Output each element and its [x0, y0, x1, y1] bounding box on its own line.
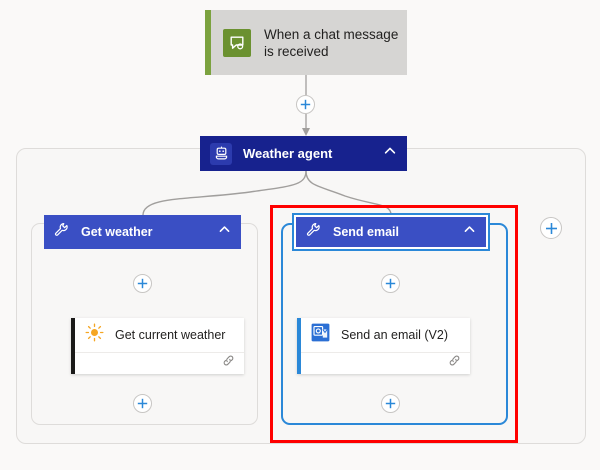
outlook-icon: [311, 323, 330, 347]
link-chain-icon[interactable]: [448, 354, 461, 372]
add-end-get-weather-button[interactable]: [133, 394, 152, 413]
plus-icon: [545, 222, 557, 234]
action-label-send-an-email: Send an email (V2): [341, 328, 449, 342]
action-header: Send an email (V2): [301, 318, 470, 353]
agent-node-weather-agent[interactable]: Weather agent: [200, 136, 407, 171]
trigger-label: When a chat message is received: [264, 26, 398, 60]
trigger-node[interactable]: When a chat message is received: [205, 10, 407, 75]
chevron-up-icon[interactable]: [463, 223, 476, 241]
plus-icon: [300, 99, 311, 110]
chevron-up-icon[interactable]: [218, 223, 231, 241]
trigger-label-line2: is received: [264, 43, 329, 59]
add-after-trigger-button[interactable]: [296, 95, 315, 114]
wrench-icon: [54, 222, 69, 242]
action-footer: [301, 353, 470, 373]
tool-node-send-email[interactable]: Send email: [292, 213, 490, 251]
action-footer: [75, 353, 244, 373]
wrench-icon: [306, 222, 321, 242]
plus-icon: [137, 398, 148, 409]
tool-label-send-email: Send email: [333, 225, 399, 239]
agent-label: Weather agent: [243, 146, 333, 161]
tool-node-get-weather[interactable]: Get weather: [44, 215, 241, 249]
plus-icon: [385, 398, 396, 409]
link-chain-icon[interactable]: [222, 354, 235, 372]
plus-icon: [385, 278, 396, 289]
action-label-get-current-weather: Get current weather: [115, 328, 226, 342]
plus-icon: [137, 278, 148, 289]
add-in-send-email-button[interactable]: [381, 274, 400, 293]
trigger-label-line1: When a chat message: [264, 26, 399, 42]
robot-agent-icon: [210, 142, 232, 165]
add-branch-button[interactable]: [540, 217, 562, 239]
chevron-up-icon[interactable]: [383, 144, 397, 163]
action-card-send-an-email[interactable]: Send an email (V2): [297, 318, 470, 374]
action-card-get-current-weather[interactable]: Get current weather: [71, 318, 244, 374]
teams-chat-icon: [223, 28, 251, 57]
action-header: Get current weather: [75, 318, 244, 353]
tool-label-get-weather: Get weather: [81, 225, 153, 239]
sun-weather-icon: [85, 323, 104, 347]
add-in-get-weather-button[interactable]: [133, 274, 152, 293]
add-end-send-email-button[interactable]: [381, 394, 400, 413]
